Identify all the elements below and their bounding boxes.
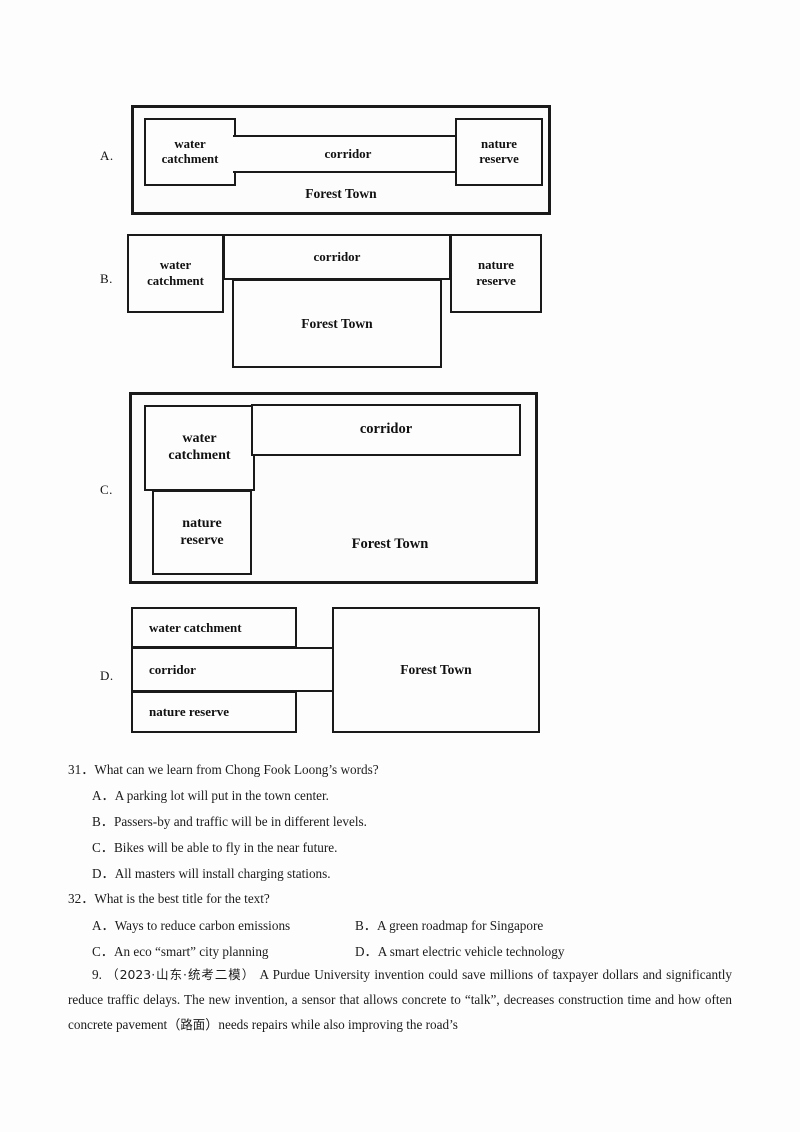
- passage-paragraph: 9. （2023·山东·统考二模） A Purdue University in…: [68, 962, 732, 1037]
- passage-text-part-1: A Purdue University invention could save…: [68, 967, 732, 1032]
- diagram-a-water-catchment-text: water catchment: [161, 136, 219, 166]
- question-31-option-d[interactable]: D．All masters will install charging stat…: [92, 866, 331, 881]
- question-32-number: 32．: [68, 891, 95, 906]
- diagram-b-forest-town-box: Forest Town: [232, 279, 442, 368]
- diagram-d-water-catchment-box: water catchment: [131, 607, 297, 648]
- diagram-a-water-catchment-box: water catchment: [144, 118, 236, 186]
- question-32-option-a[interactable]: A．Ways to reduce carbon emissions: [92, 918, 291, 933]
- question-31-option-a[interactable]: A．A parking lot will put in the town cen…: [92, 788, 329, 803]
- option-a-letter: A.: [100, 148, 114, 163]
- diagram-b-nature-reserve-box: nature reserve: [450, 234, 542, 313]
- question-31-stem: 31．What can we learn from Chong Fook Loo…: [68, 759, 379, 778]
- diagram-a-corridor-text: corridor: [324, 146, 372, 162]
- question-32-text: What is the best title for the text?: [94, 891, 270, 906]
- diagram-c-corridor-text: corridor: [359, 421, 413, 438]
- question-32-option-b[interactable]: B．A green roadmap for Singapore: [355, 918, 544, 933]
- diagram-a-nature-reserve-box: nature reserve: [455, 118, 543, 186]
- diagram-a-nature-reserve-text: nature reserve: [479, 136, 519, 166]
- diagram-a-corridor-box: corridor: [233, 135, 463, 173]
- option-d-letter: D.: [100, 668, 114, 683]
- option-b-letter: B.: [100, 271, 113, 286]
- passage-text-part-2: ）needs repairs while also improving the …: [205, 1017, 458, 1032]
- diagram-c-water-catchment-box: water catchment: [144, 405, 255, 491]
- diagram-d-nature-reserve-text: nature reserve: [149, 704, 230, 720]
- diagram-c-corridor-box: corridor: [251, 404, 521, 456]
- diagram-b-corridor-text: corridor: [313, 249, 361, 265]
- diagram-b-water-catchment-text: water catchment: [147, 258, 204, 288]
- diagram-c-water-catchment-text: water catchment: [168, 431, 231, 463]
- question-31-option-c[interactable]: C．Bikes will be able to fly in the near …: [92, 840, 338, 855]
- diagram-d-water-catchment-text: water catchment: [149, 619, 242, 635]
- question-31-option-b[interactable]: B．Passers-by and traffic will be in diff…: [92, 814, 367, 829]
- option-c-letter: C.: [100, 482, 113, 497]
- passage-gloss: 路面: [180, 1017, 206, 1032]
- diagram-b-corridor-box: corridor: [223, 234, 451, 280]
- question-32-option-d[interactable]: D．A smart electric vehicle technology: [355, 944, 565, 959]
- diagram-c-nature-reserve-box: nature reserve: [152, 490, 252, 575]
- passage-source: （2023·山东·统考二模）: [106, 967, 256, 982]
- diagram-a-forest-town-label: Forest Town: [305, 186, 377, 201]
- question-31-text: What can we learn from Chong Fook Loong’…: [94, 762, 379, 777]
- diagram-d-forest-town-box: Forest Town: [332, 607, 540, 733]
- passage-number: 9.: [92, 967, 102, 982]
- diagram-d-corridor-box: corridor: [131, 647, 335, 692]
- question-32-stem: 32．What is the best title for the text?: [68, 888, 270, 907]
- question-32-option-c[interactable]: C．An eco “smart” city planning: [92, 944, 269, 959]
- diagram-c-nature-reserve-text: nature reserve: [180, 515, 224, 548]
- diagram-b-water-catchment-box: water catchment: [127, 234, 224, 313]
- diagram-b-nature-reserve-text: nature reserve: [476, 258, 516, 288]
- question-31-number: 31．: [68, 762, 95, 777]
- diagram-d-corridor-text: corridor: [149, 661, 196, 677]
- diagram-c-forest-town-label: Forest Town: [351, 536, 429, 552]
- diagram-b-forest-town-text: Forest Town: [301, 315, 373, 331]
- diagram-d-nature-reserve-box: nature reserve: [131, 691, 297, 733]
- diagram-d-forest-town-text: Forest Town: [400, 662, 472, 678]
